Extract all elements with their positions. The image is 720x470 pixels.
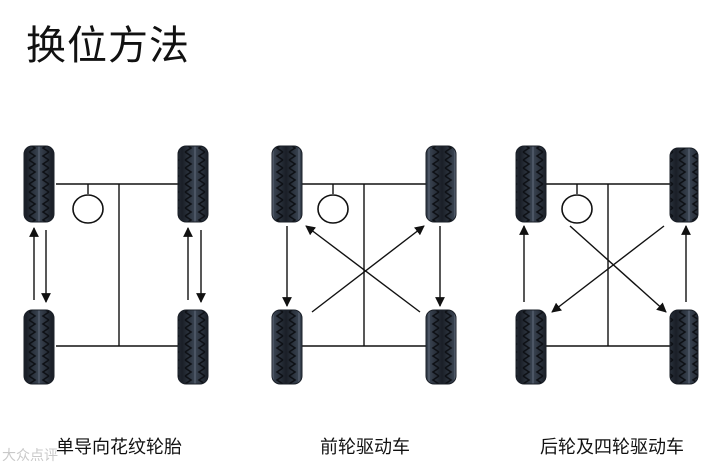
caption-unidirectional-tire: 单导向花纹轮胎 <box>56 437 182 458</box>
tire-icon <box>23 145 55 223</box>
tire-icon <box>669 309 699 385</box>
chassis-lines <box>56 183 178 347</box>
tire-icon <box>515 309 547 385</box>
steering-wheel-icon <box>561 194 593 224</box>
tire-icon <box>425 309 457 385</box>
caption-rear-and-four-wheel-drive: 后轮及四轮驱动车 <box>540 437 684 458</box>
chassis-lines <box>302 183 426 347</box>
tire-icon <box>271 309 303 385</box>
steering-wheel-icon <box>317 194 349 224</box>
tire-icon <box>177 309 209 385</box>
tire-icon <box>23 309 55 385</box>
tire-icon <box>177 145 209 223</box>
arrow-cross-to-front-right <box>311 225 425 313</box>
tire-icon <box>425 145 457 223</box>
pattern-front-wheel-drive <box>271 145 457 385</box>
arrow-cross-to-rear-right <box>569 225 667 313</box>
rotation-arrows <box>282 225 445 313</box>
pattern-unidirectional <box>23 145 209 385</box>
tire-icon <box>271 145 303 223</box>
watermark: 大众点评 <box>2 448 58 464</box>
rotation-arrows <box>29 227 206 303</box>
caption-front-wheel-drive: 前轮驱动车 <box>320 437 410 458</box>
arrow-cross-to-rear-left <box>551 225 665 313</box>
steering-wheel-icon <box>72 194 104 224</box>
pattern-rear-and-four-wheel-drive <box>515 145 699 385</box>
tire-icon <box>515 145 547 223</box>
chassis-lines <box>546 183 670 347</box>
page-title: 换位方法 <box>26 23 190 69</box>
arrow-cross-to-front-left <box>305 225 421 313</box>
tire-icon <box>669 147 699 223</box>
rotation-arrows <box>519 225 691 313</box>
